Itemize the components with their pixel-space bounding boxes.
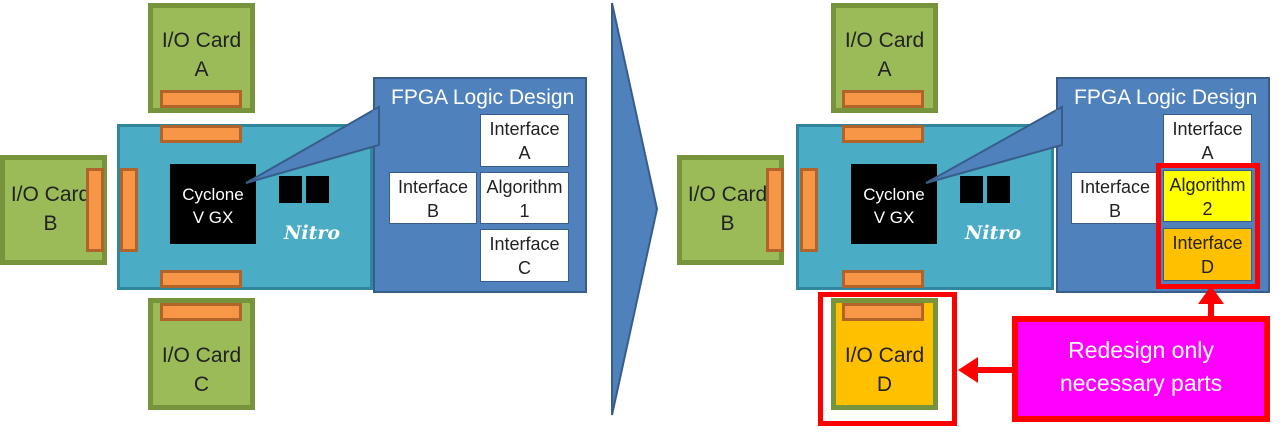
block-label: Interface [1172, 233, 1243, 253]
io-card-b-letter: B [43, 212, 58, 236]
nitro-logo: Nitro [965, 222, 1022, 244]
nitro-logo: Nitro [284, 222, 341, 244]
block-interface-a: Interface A [480, 114, 569, 167]
callout-line-1: Redesign only [1068, 337, 1214, 363]
block-label: 2 [1202, 199, 1213, 220]
connector-board-bottom [842, 270, 924, 288]
io-card-b-label: I/O Card [687, 183, 768, 206]
arrowhead-up [1198, 286, 1224, 304]
io-card-a-letter: A [877, 58, 892, 82]
connector-card-d [842, 303, 924, 321]
block-label: Interface [397, 177, 469, 197]
arrowhead-left [958, 357, 978, 383]
connector-board-bottom [160, 270, 242, 288]
highlight-io-card-d [818, 292, 957, 426]
connector-board-top [160, 125, 242, 143]
connector-board-left [120, 168, 138, 252]
block-label: Interface [1172, 119, 1243, 139]
connector-card-b [86, 168, 104, 252]
connector-card-b [766, 168, 784, 252]
block-label: C [518, 258, 531, 279]
memory-chip [987, 176, 1010, 203]
block-label: B [1108, 201, 1121, 222]
block-label: 1 [519, 201, 530, 222]
highlight-changed-blocks [1156, 163, 1260, 289]
block-label: A [1201, 143, 1214, 164]
io-card-c-letter: C [193, 373, 210, 397]
block-label: Interface [1079, 177, 1151, 197]
block-label: B [426, 201, 439, 222]
callout-tail-left [245, 105, 380, 184]
io-card-b-label: I/O Card [10, 183, 91, 206]
io-card-d-label: I/O Card [844, 344, 925, 367]
connector-card-c [160, 303, 242, 321]
io-card-d-letter: D [876, 373, 893, 397]
block-label: Algorithm [1169, 175, 1246, 195]
fpga-chip-model: V GX [873, 207, 915, 227]
block-label: Algorithm [486, 177, 563, 197]
io-card-a-letter: A [194, 58, 209, 82]
memory-chip [279, 176, 302, 203]
memory-chip [960, 176, 983, 203]
block-algorithm-1: Algorithm 1 [480, 172, 569, 224]
connector-board-left [800, 168, 818, 252]
fpga-chip-name: Cyclone [182, 185, 244, 204]
memory-chip [306, 176, 329, 203]
callout-tail-right [925, 105, 1063, 184]
block-interface-d: Interface D [1163, 228, 1252, 281]
io-card-a-label: I/O Card [844, 29, 925, 52]
block-interface-c: Interface C [480, 229, 569, 282]
transition-arrow [611, 2, 659, 416]
block-interface-a: Interface A [1163, 114, 1252, 167]
block-label: A [518, 143, 531, 164]
redesign-callout: Redesign only necessary parts [1012, 316, 1270, 422]
io-card-b-letter: B [720, 212, 735, 236]
block-label: D [1201, 257, 1214, 278]
callout-line-2: necessary parts [1059, 370, 1223, 397]
io-card-c-label: I/O Card [161, 344, 242, 367]
block-interface-b: Interface B [1071, 172, 1159, 224]
connector-card-a [160, 90, 242, 108]
fpga-logic-title: FPGA Logic Design [1074, 86, 1258, 109]
block-algorithm-2: Algorithm 2 [1163, 170, 1252, 222]
connector-card-a [842, 90, 924, 108]
connector-board-top [842, 125, 924, 143]
io-card-a-label: I/O Card [161, 29, 242, 52]
fpga-logic-title: FPGA Logic Design [391, 86, 575, 109]
fpga-chip: Cyclone V GX [851, 164, 937, 244]
block-label: Interface [489, 119, 560, 139]
fpga-chip: Cyclone V GX [170, 164, 256, 244]
block-interface-b: Interface B [389, 172, 477, 224]
fpga-chip-name: Cyclone [863, 185, 925, 204]
fpga-chip-model: V GX [192, 207, 234, 227]
block-label: Interface [489, 234, 560, 254]
